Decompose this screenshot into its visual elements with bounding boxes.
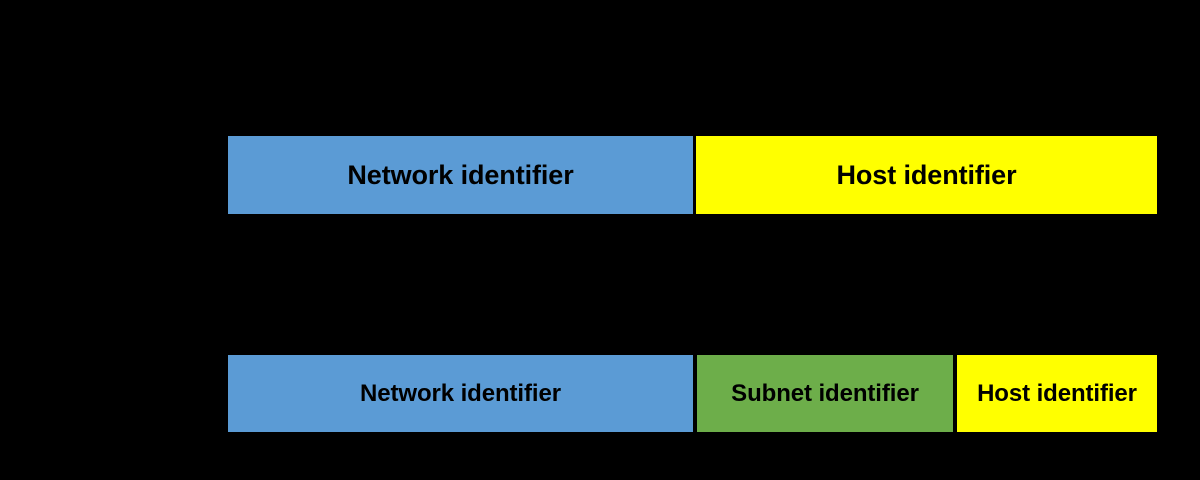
segment-label: Subnet identifier xyxy=(731,379,919,407)
address-row-subnetted: Network identifier Subnet identifier Hos… xyxy=(228,355,1157,432)
segment-network-identifier-classful: Network identifier xyxy=(228,136,693,214)
segment-divider xyxy=(953,355,957,432)
segment-divider xyxy=(693,136,696,214)
segment-divider xyxy=(693,355,697,432)
segment-label: Network identifier xyxy=(360,379,561,407)
segment-host-identifier-subnetted: Host identifier xyxy=(957,355,1157,432)
segment-label: Network identifier xyxy=(347,159,574,190)
address-row-classful: Network identifier Host identifier xyxy=(228,136,1157,214)
segment-label: Host identifier xyxy=(977,379,1137,407)
segment-label: Host identifier xyxy=(836,159,1017,190)
segment-subnet-identifier-subnetted: Subnet identifier xyxy=(697,355,953,432)
segment-host-identifier-classful: Host identifier xyxy=(696,136,1157,214)
segment-network-identifier-subnetted: Network identifier xyxy=(228,355,693,432)
